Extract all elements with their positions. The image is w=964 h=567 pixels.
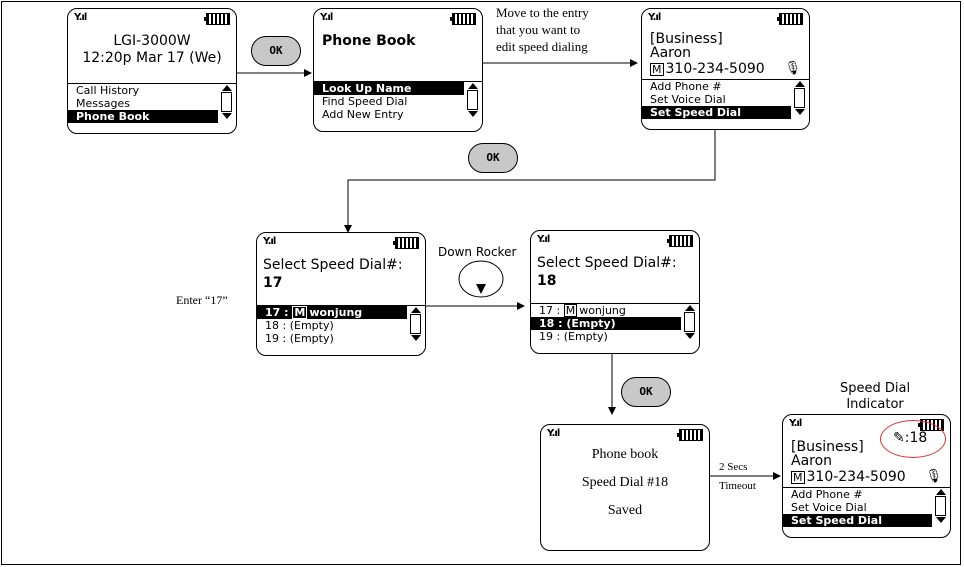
menu-item-find-speed-dial[interactable]: Find Speed Dial bbox=[322, 95, 408, 108]
menu-item-add-new-entry[interactable]: Add New Entry bbox=[322, 108, 404, 121]
battery-icon bbox=[667, 235, 693, 247]
scrollbar[interactable] bbox=[221, 85, 232, 119]
model-name: LGI-3000W bbox=[113, 33, 191, 49]
menu-item-messages[interactable]: Messages bbox=[76, 97, 130, 110]
note-speed-dial-indicator: Speed Dial Indicator bbox=[840, 381, 911, 412]
contact-number: 310-234-5090 bbox=[665, 61, 765, 77]
mobile-type-icon: M bbox=[650, 63, 664, 76]
signal-icon: Y.ıl bbox=[537, 234, 550, 245]
voice-dial-icon: 🎙 bbox=[925, 469, 942, 484]
battery-icon bbox=[393, 237, 419, 249]
contact-name: Aaron bbox=[650, 45, 692, 61]
contact-menu: Add Phone # Set Voice Dial Set Speed Dia… bbox=[642, 79, 809, 119]
menu-item-set-voice-dial[interactable]: Set Voice Dial bbox=[791, 501, 867, 514]
note-move-to-entry: Move to the entry that you want to edit … bbox=[496, 5, 589, 54]
menu-item-call-history[interactable]: Call History bbox=[76, 84, 140, 97]
voice-dial-icon: 🎙 bbox=[784, 61, 801, 76]
speed-dial-indicator: ✎:18 bbox=[893, 430, 927, 446]
speed-dial-value: 17 bbox=[263, 275, 283, 291]
signal-icon: Y.ıl bbox=[74, 12, 87, 23]
menu-item-set-speed-dial[interactable]: Set Speed Dial bbox=[783, 514, 932, 527]
speed-dial-value: 18 bbox=[537, 273, 557, 289]
phone-book-title: Phone Book bbox=[322, 33, 416, 49]
saved-line-2: Speed Dial #18 bbox=[581, 475, 669, 490]
contact-number: 310-234-5090 bbox=[806, 469, 906, 485]
contact-category: [Business] bbox=[650, 31, 723, 47]
home-menu: Call History Messages Phone Book bbox=[68, 83, 236, 123]
contact-name: Aaron bbox=[791, 453, 833, 469]
mobile-type-icon: M bbox=[791, 471, 805, 484]
signal-icon: Y.ıl bbox=[547, 428, 560, 439]
list-item[interactable]: 19 : (Empty) bbox=[265, 332, 334, 345]
mobile-type-icon: M bbox=[563, 304, 578, 317]
signal-icon: Y.ıl bbox=[263, 236, 276, 247]
menu-item-add-phone[interactable]: Add Phone # bbox=[791, 488, 863, 501]
list-item[interactable]: 18 : (Empty) bbox=[265, 319, 334, 332]
note-down-rocker: Down Rocker bbox=[438, 245, 517, 259]
menu-item-set-speed-dial[interactable]: Set Speed Dial bbox=[642, 106, 791, 119]
saved-line-1: Phone book bbox=[591, 447, 659, 462]
menu-item-add-phone[interactable]: Add Phone # bbox=[650, 80, 722, 93]
screen-phone-book: Y.ıl Phone Book Look Up Name Find Speed … bbox=[313, 8, 483, 132]
down-rocker-circle bbox=[458, 260, 504, 298]
ok-button[interactable]: OK bbox=[468, 143, 518, 173]
battery-icon bbox=[677, 429, 703, 441]
speed-dial-label: Select Speed Dial#: bbox=[263, 257, 403, 273]
note-timeout-2-secs: 2 Secs bbox=[719, 461, 748, 473]
note-enter-17: Enter “17” bbox=[176, 293, 228, 307]
scrollbar[interactable] bbox=[410, 307, 421, 341]
contact-category: [Business] bbox=[791, 439, 864, 455]
screen-home: Y.ıl LGI-3000W 12:20p Mar 17 (We) Call H… bbox=[67, 8, 237, 134]
signal-icon: Y.ıl bbox=[789, 418, 802, 429]
list-item[interactable]: 19 : (Empty) bbox=[539, 330, 608, 343]
scrollbar[interactable] bbox=[794, 81, 805, 115]
ok-button[interactable]: OK bbox=[621, 377, 671, 407]
battery-icon bbox=[204, 13, 230, 25]
speed-dial-number: :18 bbox=[904, 430, 928, 446]
mobile-type-icon: M bbox=[292, 306, 308, 319]
speed-dial-indicator-highlight bbox=[880, 420, 946, 458]
contact-menu: Add Phone # Set Voice Dial Set Speed Dia… bbox=[783, 487, 950, 527]
menu-item-look-up-name[interactable]: Look Up Name bbox=[314, 82, 464, 95]
signal-icon: Y.ıl bbox=[320, 12, 333, 23]
saved-line-3: Saved bbox=[607, 503, 643, 518]
battery-icon bbox=[450, 13, 476, 25]
datetime: 12:20p Mar 17 (We) bbox=[82, 50, 222, 66]
scrollbar[interactable] bbox=[935, 489, 946, 523]
speed-dial-label: Select Speed Dial#: bbox=[537, 255, 677, 271]
ok-button[interactable]: OK bbox=[251, 36, 301, 66]
list-item[interactable]: 18 : (Empty) bbox=[531, 317, 681, 330]
speed-dial-icon: ✎ bbox=[893, 430, 905, 446]
scrollbar[interactable] bbox=[684, 305, 695, 339]
arrow-s3-to-s4 bbox=[344, 128, 716, 233]
menu-item-set-voice-dial[interactable]: Set Voice Dial bbox=[650, 93, 726, 106]
signal-icon: Y.ıl bbox=[648, 12, 661, 23]
note-timeout-label: Timeout bbox=[719, 480, 756, 492]
scrollbar[interactable] bbox=[467, 83, 478, 117]
phone-book-menu: Look Up Name Find Speed Dial Add New Ent… bbox=[314, 81, 482, 121]
menu-item-phone-book[interactable]: Phone Book bbox=[68, 110, 218, 123]
down-rocker-arrow bbox=[476, 284, 486, 294]
screen-saved-confirmation: Y.ıl Phone book Speed Dial #18 Saved bbox=[540, 424, 710, 551]
battery-icon bbox=[777, 13, 803, 25]
